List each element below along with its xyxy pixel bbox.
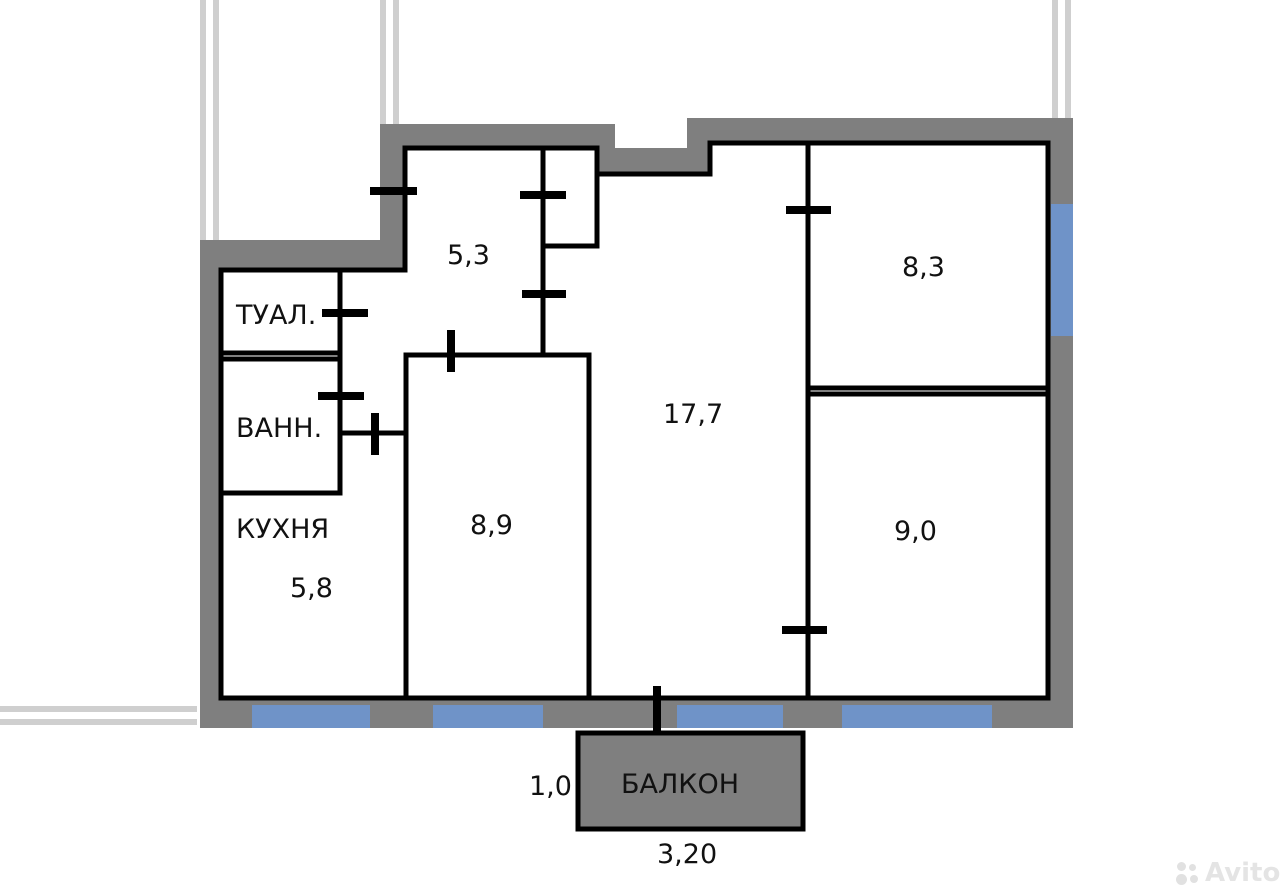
window-bedroom-bottom [842,705,992,728]
interior-floor [218,140,1051,701]
avito-logo-icon [1175,860,1201,886]
room-small-area-label: 8,9 [470,510,513,541]
door-marks [318,187,831,748]
kitchen-label: КУХНЯ [236,514,330,545]
bath-label: ВАНН. [236,413,323,444]
window-bedroom-top [1051,204,1073,336]
window-room-small [433,705,543,728]
balcony-depth-label: 1,0 [529,771,572,802]
balcony-width-label: 3,20 [657,839,718,870]
window-kitchen [252,705,370,728]
toilet-label: ТУАЛ. [236,300,317,331]
avito-watermark: Avito [1175,857,1280,889]
bedroom-bottom-area-label: 9,0 [894,516,937,547]
interior-walls [218,145,1048,701]
balcony-slab [575,730,806,832]
avito-brand-text: Avito [1205,858,1280,888]
balcony-label: БАЛКОН [621,769,740,800]
windows [252,204,1073,728]
hall-area-label: 5,3 [447,240,490,271]
bedroom-top-area-label: 8,3 [902,252,945,283]
living-area-label: 17,7 [663,399,724,430]
kitchen-area-label: 5,8 [290,573,333,604]
window-living [677,705,783,728]
